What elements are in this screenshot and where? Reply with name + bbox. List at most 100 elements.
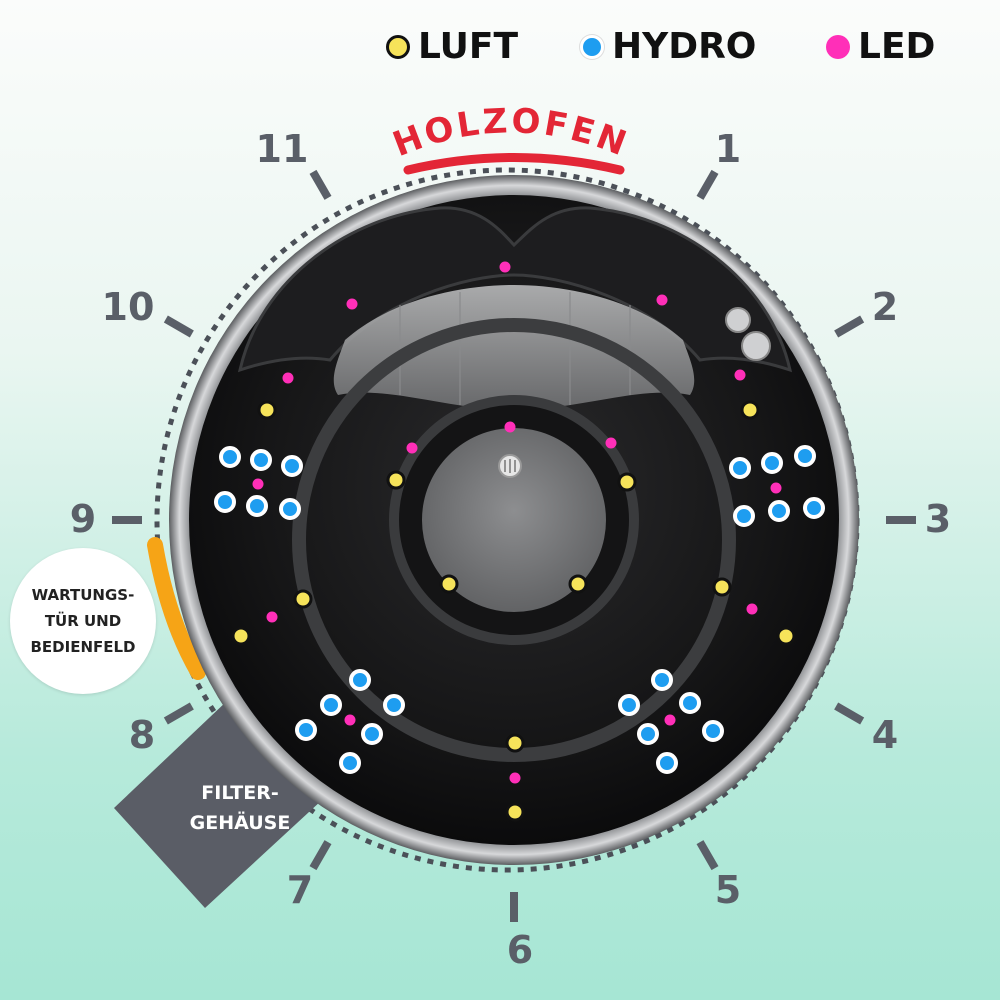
clock-number-5: 5 <box>714 868 742 912</box>
maintenance-door-label: WARTUNGS- TÜR UND BEDIENFELD <box>10 548 156 694</box>
clock-number-2: 2 <box>871 285 899 329</box>
led-light-icon <box>346 298 358 310</box>
clock-tick-10 <box>163 315 194 338</box>
hydro-jet-icon <box>803 497 825 519</box>
hydro-jet-icon <box>637 723 659 745</box>
clock-tick-11 <box>309 169 332 200</box>
hydro-jet-icon <box>729 457 751 479</box>
air-jet-icon <box>740 400 760 420</box>
hydro-jet-icon <box>761 452 783 474</box>
hydro-jet-icon <box>279 498 301 520</box>
led-light-icon <box>344 714 356 726</box>
legend-hydro: HYDRO <box>580 26 756 67</box>
hydro-jet-icon <box>768 500 790 522</box>
maintenance-arc <box>147 537 206 680</box>
hydro-jet-icon <box>733 505 755 527</box>
window-reflection <box>333 285 695 410</box>
led-light-icon <box>252 478 264 490</box>
seat-ring <box>292 318 736 762</box>
clock-number-10: 10 <box>101 285 155 329</box>
clock-tick-1 <box>696 169 719 200</box>
air-jet-icon <box>231 626 251 646</box>
control-button-icon <box>725 307 751 333</box>
clock-tick-4 <box>834 702 865 725</box>
blue-dot-icon <box>580 34 604 59</box>
hydro-jet-icon <box>349 669 371 691</box>
legend-luft: LUFT <box>386 26 518 67</box>
air-jet-icon <box>386 470 406 490</box>
upper-bench-shell <box>237 206 793 373</box>
clock-number-1: 1 <box>714 127 742 171</box>
holzofen-label-svg: HOLZOFEN <box>388 101 635 165</box>
holzofen-label: HOLZOFEN <box>388 101 635 165</box>
air-jet-icon <box>257 400 277 420</box>
clock-ticks <box>112 169 916 922</box>
led-light-icon <box>266 611 278 623</box>
jets-layer <box>214 261 825 822</box>
hydro-jet-icon <box>339 752 361 774</box>
hydro-jet-icon <box>383 694 405 716</box>
led-light-icon <box>664 714 676 726</box>
holzofen-arc <box>403 153 625 175</box>
air-jet-icon <box>776 626 796 646</box>
air-jet-icon <box>712 577 732 597</box>
hydro-jet-icon <box>246 495 268 517</box>
tub-floor <box>422 428 606 612</box>
clock-number-9: 9 <box>69 497 97 541</box>
led-light-icon <box>504 421 516 433</box>
legend-luft-label: LUFT <box>418 26 519 67</box>
hydro-jet-icon <box>651 669 673 691</box>
clock-number-7: 7 <box>286 868 314 912</box>
hydro-jet-icon <box>702 720 724 742</box>
hydro-jet-icon <box>295 719 317 741</box>
air-jet-icon <box>505 733 525 753</box>
clock-tick-8 <box>163 702 194 725</box>
clock-number-4: 4 <box>871 713 899 757</box>
air-jet-icon <box>293 589 313 609</box>
yellow-dot-icon <box>386 34 410 59</box>
clock-tick-2 <box>834 315 865 338</box>
led-light-icon <box>406 442 418 454</box>
hydro-jet-icon <box>618 694 640 716</box>
legend-led: LED <box>826 26 935 67</box>
air-jet-icon <box>568 574 588 594</box>
led-light-icon <box>656 294 668 306</box>
led-light-icon <box>746 603 758 615</box>
hydro-jet-icon <box>656 752 678 774</box>
filter-housing-label: FILTER- GEHÄUSE <box>160 738 320 878</box>
led-light-icon <box>282 372 294 384</box>
hydro-jet-icon <box>214 491 236 513</box>
maintenance-line-1: WARTUNGS- <box>31 586 135 604</box>
hydro-jet-icon <box>281 455 303 477</box>
maintenance-line-3: BEDIENFELD <box>30 638 136 656</box>
clock-number-8: 8 <box>128 713 156 757</box>
clock-tick-7 <box>309 840 332 871</box>
filter-line-1: FILTER- <box>201 782 279 804</box>
led-light-icon <box>734 369 746 381</box>
air-jet-icon <box>439 574 459 594</box>
led-light-icon <box>509 772 521 784</box>
control-button-icon <box>741 331 771 361</box>
clock-number-11: 11 <box>255 127 309 171</box>
filter-line-2: GEHÄUSE <box>189 812 291 834</box>
clock-number-6: 6 <box>506 928 534 972</box>
clock-tick-5 <box>696 840 719 871</box>
led-light-icon <box>605 437 617 449</box>
air-jet-icon <box>617 472 637 492</box>
led-light-icon <box>770 482 782 494</box>
hydro-jet-icon <box>794 445 816 467</box>
hydro-jet-icon <box>219 446 241 468</box>
clock-number-3: 3 <box>924 497 952 541</box>
maintenance-line-2: TÜR UND <box>44 612 122 630</box>
hydro-jet-icon <box>679 692 701 714</box>
pink-dot-icon <box>826 34 850 59</box>
air-jet-icon <box>505 802 525 822</box>
hydro-jet-icon <box>361 723 383 745</box>
hydro-jet-icon <box>250 449 272 471</box>
legend-led-label: LED <box>858 26 936 67</box>
hydro-jet-icon <box>320 694 342 716</box>
legend-hydro-label: HYDRO <box>612 26 757 67</box>
led-light-icon <box>499 261 511 273</box>
